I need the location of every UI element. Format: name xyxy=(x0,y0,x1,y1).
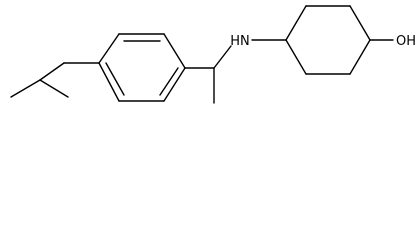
structure-diagram: HN OH xyxy=(10,5,417,104)
aromatic-double-bond xyxy=(159,67,179,96)
benzene-ring xyxy=(98,33,186,102)
bond xyxy=(213,45,232,69)
isobutyl-group xyxy=(10,62,100,98)
bond xyxy=(163,67,186,102)
bond xyxy=(163,33,186,69)
bond xyxy=(349,5,371,41)
cyclohexane-ring xyxy=(285,5,371,75)
bond xyxy=(98,33,120,64)
bond xyxy=(39,62,65,81)
bond xyxy=(285,39,307,75)
amine-label: HN xyxy=(230,34,250,49)
molecule-structure: HN OH xyxy=(10,5,416,104)
bond xyxy=(98,62,120,102)
hydroxyl-group: OH xyxy=(369,34,416,49)
bond xyxy=(285,5,307,41)
hydroxyl-label: OH xyxy=(396,34,416,49)
amine-group: HN xyxy=(230,34,287,49)
bond xyxy=(349,39,371,75)
aromatic-double-bond xyxy=(105,62,125,96)
bond xyxy=(10,79,41,98)
ethyl-linker xyxy=(184,45,232,104)
bond xyxy=(39,79,69,98)
